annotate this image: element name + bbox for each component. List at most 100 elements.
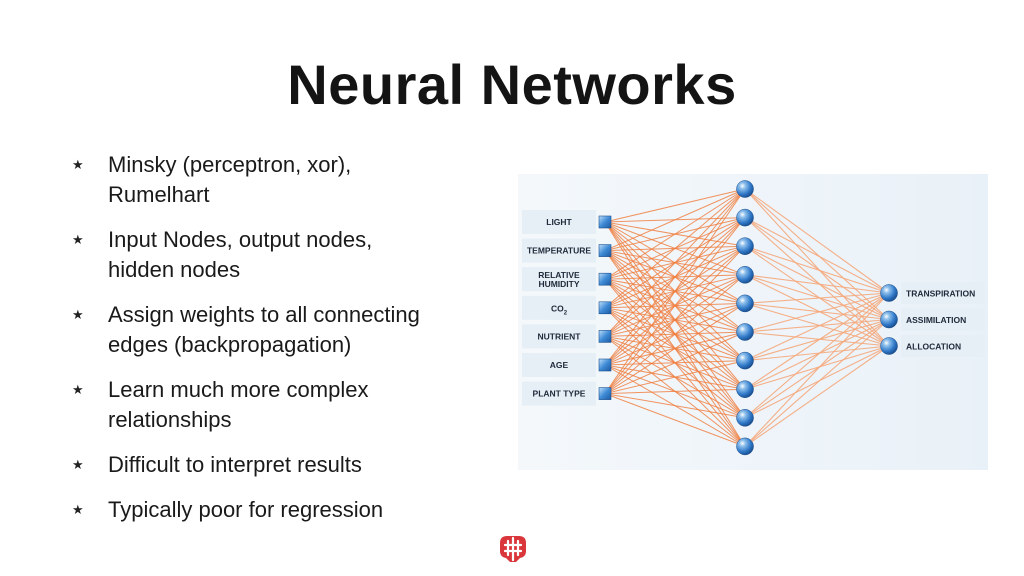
edge [744,318,890,362]
bullet-text: Learn much more complex relationships [108,375,492,435]
bullet-line: hidden nodes [108,257,241,282]
edge [604,188,746,309]
edge [604,188,746,252]
edge [744,245,890,347]
edge [604,188,746,280]
hidden-node [736,323,754,341]
bullet-item: ★ Difficult to interpret results [72,450,492,480]
edge [604,331,746,395]
bullet-line: edges (backpropagation) [108,332,352,357]
hidden-node [736,266,754,284]
input-node [598,215,612,229]
hidden-nodes [736,180,754,456]
input-label: TEMPERATURE [527,246,591,256]
bullet-text: Assign weights to all connecting edges (b… [108,300,492,360]
bullet-text: Minsky (perceptron, xor), Rumelhart [108,150,492,210]
hidden-node [736,294,754,313]
brain-logo-icon [496,533,530,565]
edge [744,188,890,294]
edge [744,217,890,347]
edge [744,188,890,320]
bullet-line: Difficult to interpret results [108,452,362,477]
bullet-text: Input Nodes, output nodes,hidden nodes [108,225,492,285]
star-icon: ★ [72,307,84,322]
hidden-node [736,237,754,255]
input-nodes [598,215,612,400]
bullet-text: Typically poor for regression [108,495,492,525]
output-label-box: TRANSPIRATION [901,282,985,304]
output-node [880,337,898,355]
bullet-line: Minsky (perceptron, xor), [108,152,352,177]
edge [744,319,890,447]
edge [744,292,890,333]
edge [744,345,890,419]
bullet-line: Assign weights to all connecting [108,302,420,327]
edge [744,292,890,419]
input-label-box: PLANT TYPE [522,381,596,406]
edge [604,393,746,447]
bullet-text: Difficult to interpret results [108,450,492,480]
input-label-box: TEMPERATURE [522,238,596,263]
star-icon: ★ [72,457,84,472]
bullet-item: ★ Learn much more complex relationships [72,375,492,435]
input-hidden-edges [604,188,746,447]
output-label: TRANSPIRATION [906,289,975,299]
edge [744,292,890,362]
edge [744,345,890,362]
edge [604,188,746,223]
edge [604,217,746,394]
bullet-line: relationships [108,407,232,432]
hidden-node [736,180,754,198]
hidden-node [736,351,754,370]
edge [744,292,890,447]
edge [604,274,746,394]
input-node [598,272,612,286]
input-label: CO2 [551,303,568,316]
output-label-box: ALLOCATION [901,335,985,357]
edge [744,302,890,347]
edge [744,319,890,419]
edge [744,292,890,304]
edge [604,245,746,394]
bullet-item: ★ Input Nodes, output nodes,hidden nodes [72,225,492,285]
output-node [880,284,898,302]
edge [744,302,890,321]
star-icon: ★ [72,232,84,247]
input-node [598,244,612,257]
input-label: LIGHT [546,217,572,227]
bullet-item: ★ Assign weights to all connecting edges (… [72,300,492,360]
edge [744,292,890,390]
edge [744,217,890,320]
output-nodes [880,284,898,355]
edge [744,274,890,347]
input-label: NUTRIENT [538,331,582,341]
edge [744,318,890,333]
edge [744,319,890,390]
input-node [598,330,612,343]
star-icon: ★ [72,502,84,517]
bullet-item: ★ Typically poor for regression [72,495,492,525]
bullet-list: ★ Minsky (perceptron, xor), Rumelhart ★ Inpu… [72,150,492,540]
output-node [880,310,898,329]
edge [604,188,746,337]
hidden-node [736,437,754,456]
input-label-box: AGE [522,353,596,377]
bullet-line: Typically poor for regression [108,497,384,522]
edge [604,360,746,395]
edge [744,274,890,321]
hidden-node [736,409,754,427]
output-label: ALLOCATION [906,342,961,352]
bullet-line: Rumelhart [108,182,210,207]
star-icon: ★ [72,157,84,172]
input-label: PLANT TYPE [533,389,586,399]
bullet-line: Learn much more complex [108,377,369,402]
edge [604,393,746,419]
input-node [598,358,612,372]
star-icon: ★ [72,382,84,397]
